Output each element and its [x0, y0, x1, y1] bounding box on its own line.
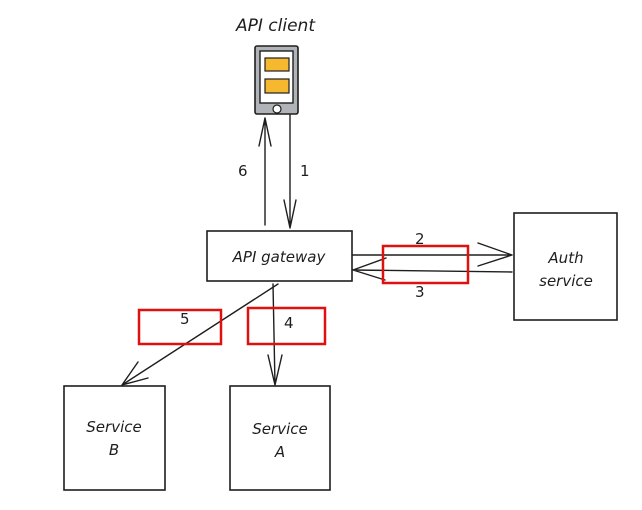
arrow-1	[283, 114, 297, 229]
highlight-box-4	[246, 306, 327, 346]
api-gateway-node: API gateway	[206, 230, 353, 282]
arrow-2	[351, 242, 513, 267]
auth-service-label-line2: service	[539, 272, 593, 290]
service-a-label-line1: Service	[252, 420, 307, 438]
arrow-6	[258, 117, 272, 226]
service-b-node: Service B	[63, 385, 166, 491]
edge-label-4: 4	[284, 314, 294, 332]
edge-label-3: 3	[415, 283, 425, 301]
edge-label-6: 6	[238, 162, 248, 180]
service-a-label-line2: A	[274, 443, 285, 461]
auth-service-node: Auth service	[513, 212, 618, 321]
highlight-box-5	[137, 308, 223, 346]
arrow-3	[352, 257, 513, 281]
edge-label-1: 1	[300, 162, 310, 180]
service-b-label-line1: Service	[86, 418, 141, 436]
phone-icon	[254, 45, 299, 115]
api-client-label: API client	[235, 16, 316, 36]
edge-label-5: 5	[180, 310, 190, 328]
service-a-node: Service A	[229, 385, 331, 491]
service-b-label-line2: B	[109, 441, 119, 459]
api-gateway-label: API gateway	[232, 248, 327, 266]
arrow-5	[121, 283, 279, 386]
edge-label-2: 2	[415, 230, 425, 248]
auth-service-label-line1: Auth	[547, 249, 583, 267]
arrow-4	[267, 283, 283, 386]
highlight-box-2-3	[381, 244, 470, 285]
